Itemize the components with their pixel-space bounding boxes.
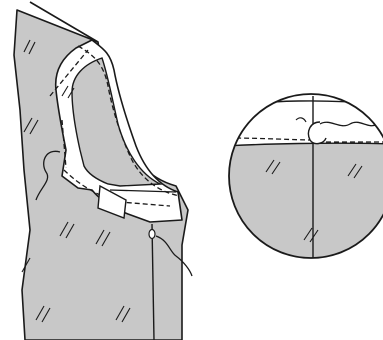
magnify-circle-icon xyxy=(225,94,383,260)
garment-armhole-view xyxy=(14,2,192,340)
needle-icon xyxy=(149,230,155,239)
